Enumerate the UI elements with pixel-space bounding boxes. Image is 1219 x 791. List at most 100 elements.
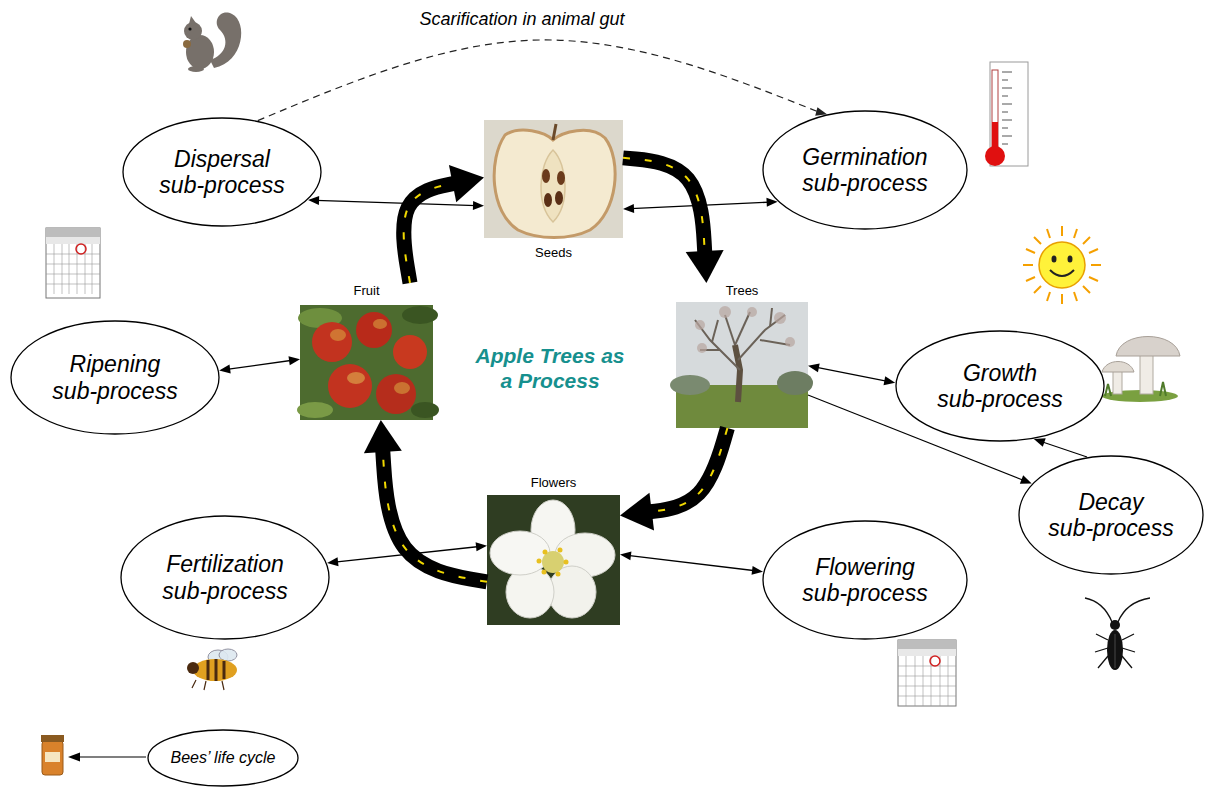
bee-icon (192, 680, 224, 690)
trees-photo (735, 345, 740, 402)
edge-label: Scarification in animal gut (415, 9, 628, 30)
label-word: Fertilization (166, 551, 284, 577)
seeds-photo (484, 120, 623, 238)
seeds-photo (557, 171, 565, 185)
honey-jar-icon (41, 735, 64, 742)
calendar-icon (46, 244, 100, 294)
arrow-head (815, 107, 827, 116)
connector-line (1041, 441, 1087, 457)
mushrooms-icon (1102, 362, 1134, 373)
calendar-icon (46, 237, 100, 244)
calendar-icon (898, 696, 956, 697)
calendar-icon (930, 656, 940, 666)
arrow-head (476, 542, 487, 551)
connector-line (382, 446, 487, 582)
label-word: Ripening (70, 351, 161, 377)
sun-icon (1089, 277, 1098, 281)
fruit-photo (376, 374, 416, 414)
fruit-photo (312, 322, 352, 362)
connector-line (631, 202, 770, 208)
trees-photo (670, 375, 710, 395)
squirrel-icon (188, 66, 204, 72)
connector-line (404, 182, 459, 283)
big-connector (623, 158, 724, 283)
thermometer-icon (1002, 112, 1008, 113)
calendar-icon (69, 244, 70, 294)
sun-icon (1023, 226, 1101, 304)
calendar-icon (898, 649, 956, 656)
arrow-head (449, 165, 484, 202)
photo-node: Trees (676, 283, 808, 428)
connector-line (645, 428, 727, 512)
label-word: Germination (802, 144, 927, 170)
sun-icon (1061, 294, 1063, 304)
photo-caption: Trees (726, 283, 759, 298)
beetle-icon (1110, 620, 1120, 630)
brush-streak (382, 446, 487, 582)
calendar-icon (948, 656, 949, 706)
trees-photo (785, 337, 795, 347)
calendar-icon (92, 244, 93, 294)
ellipse-outline (123, 118, 321, 226)
flowers-photo (556, 572, 561, 577)
process-label: Ripening sub-process (52, 351, 177, 404)
calendar-icon (915, 656, 916, 706)
beetle-icon (1122, 634, 1135, 668)
trees-photo (695, 306, 795, 353)
thermometer-icon (1002, 104, 1012, 105)
thermometer-icon (985, 146, 1005, 166)
trees-photo (747, 307, 757, 317)
dbl-connector (327, 542, 487, 566)
arrow-head (620, 551, 631, 560)
flowers-photo (548, 566, 596, 618)
label-word: sub-process (802, 170, 927, 196)
thermometer-icon (985, 62, 1028, 166)
process-ellipse: Germination sub-process (762, 110, 968, 230)
mushrooms-icon (1105, 382, 1166, 396)
calendar-icon (898, 666, 956, 667)
photo-node: Seeds (484, 120, 623, 260)
sun-icon (1089, 249, 1098, 253)
photo-node: Flowers (487, 475, 620, 625)
sun-icon (1034, 286, 1041, 293)
beetle-icon (1118, 598, 1150, 622)
fruit-photo (402, 306, 438, 324)
process-label: Flowering sub-process (802, 554, 927, 607)
fruit-photo (347, 372, 365, 384)
label-word: sub-process (52, 378, 177, 404)
brush-streak (404, 182, 459, 283)
label-word: sub-process (802, 580, 927, 606)
connector-line (316, 200, 477, 205)
sun-icon (1052, 256, 1057, 263)
flowers-photo (542, 570, 547, 575)
ellipse-outline (1019, 456, 1203, 574)
calendar-icon (898, 640, 956, 649)
process-ellipse: Flowering sub-process (762, 520, 968, 640)
diagram-title: Apple Trees as a Process (475, 343, 625, 393)
label-word: sub-process (937, 386, 1062, 412)
calendar-icon (906, 656, 907, 706)
arrow-head (808, 363, 820, 372)
fruit-photo (297, 305, 439, 420)
trees-photo (770, 308, 772, 327)
connector-line (816, 367, 888, 381)
flowers-photo (487, 495, 620, 625)
sun-icon (1074, 229, 1077, 238)
calendar-icon (46, 228, 100, 298)
calendar-icon (54, 244, 55, 294)
sun-icon (1023, 264, 1033, 266)
trees-photo (670, 302, 813, 428)
trees-photo (719, 306, 731, 318)
squirrel-icon (189, 16, 196, 24)
squirrel-icon (210, 13, 241, 68)
bee-icon (219, 649, 237, 661)
process-ellipse: Dispersal sub-process (122, 117, 322, 227)
fruit-photo (373, 319, 387, 329)
thermometer-icon (1002, 128, 1008, 129)
calendar-icon (898, 656, 956, 706)
fruit-photo (394, 382, 410, 394)
title-holder: Apple Trees as a Process (475, 343, 625, 393)
thermometer-icon (1002, 96, 1008, 97)
dash-connector (258, 40, 827, 121)
fruit-photo (297, 402, 333, 418)
